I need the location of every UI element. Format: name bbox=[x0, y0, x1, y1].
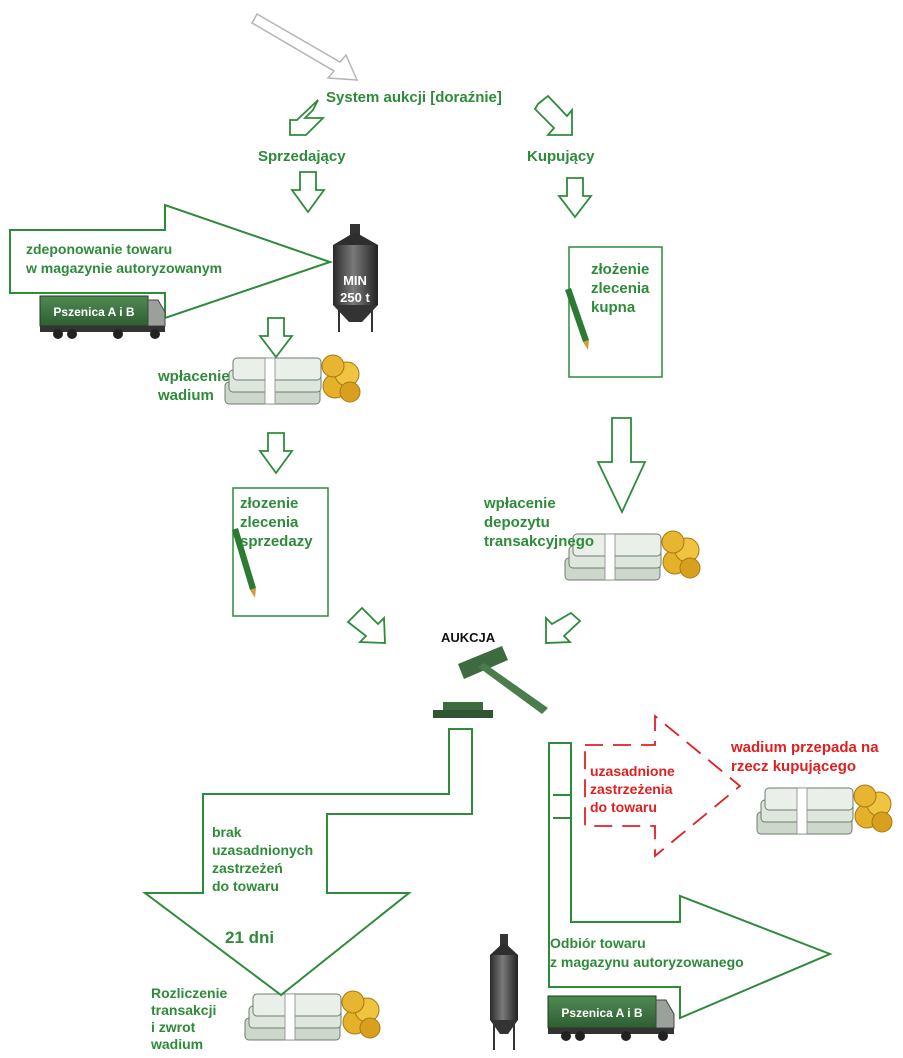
buyer-deposit-line: depozytu bbox=[484, 514, 550, 531]
wadium-lost-line: rzecz kupującego bbox=[731, 758, 857, 775]
arrow-down-seller-2 bbox=[258, 317, 294, 359]
wadium-lost-label: wadium przepada na rzecz kupującego bbox=[731, 738, 879, 776]
silo-icon bbox=[333, 224, 378, 332]
no-claims-line: uzasadnionych bbox=[212, 842, 314, 858]
no-claims-line: do towaru bbox=[212, 878, 279, 894]
truck-label: Pszenica A i B bbox=[53, 305, 134, 319]
seller-wadium-line: wadium bbox=[158, 387, 214, 404]
arrow-to-seller bbox=[289, 99, 326, 136]
settlement-line: transakcji bbox=[151, 1002, 217, 1018]
justified-claims-line: zastrzeżenia bbox=[590, 781, 673, 797]
justified-claims-line: do towaru bbox=[590, 799, 657, 815]
justified-claims-line: uzasadnione bbox=[590, 763, 675, 779]
sell-order-line: złozenie bbox=[240, 495, 299, 512]
arrow-down-seller-1 bbox=[290, 171, 326, 214]
no-claims-line: brak bbox=[212, 824, 242, 840]
arrow-down-buyer-1 bbox=[557, 177, 593, 219]
settlement-label: Rozliczenie transakcji i zwrot wadium bbox=[151, 985, 227, 1053]
silo-label-capacity: 250 t bbox=[340, 290, 370, 305]
sell-order-line: sprzedazy bbox=[240, 533, 313, 550]
buy-order-label: złożenie zlecenia kupna bbox=[591, 260, 649, 317]
settlement-line: i zwrot bbox=[151, 1019, 196, 1035]
buy-order-box bbox=[568, 246, 663, 378]
buy-order-line: zlecenia bbox=[591, 280, 650, 297]
settlement-line: wadium bbox=[151, 1036, 204, 1052]
pen-icon bbox=[232, 528, 256, 598]
pickup-line: z magazynu autoryzowanego bbox=[550, 954, 744, 970]
seller-wadium-line: wpłacenie bbox=[158, 368, 230, 385]
auction-label: AUKCJA bbox=[441, 630, 496, 645]
gavel-icon bbox=[433, 646, 548, 718]
money-icon bbox=[756, 784, 893, 835]
money-icon bbox=[224, 354, 361, 405]
buyer-deposit-line: transakcyjnego bbox=[484, 533, 595, 550]
buy-order-line: złożenie bbox=[591, 261, 650, 278]
truck-label: Pszenica A i B bbox=[561, 1006, 642, 1020]
sell-order-label: złozenie zlecenia sprzedazy bbox=[240, 494, 313, 551]
no-claims-label: brak uzasadnionych zastrzeżeń do towaru bbox=[212, 823, 313, 895]
pickup-line: Odbiór towaru bbox=[550, 935, 646, 951]
arrow-buyer-to-auction bbox=[545, 611, 582, 644]
deposit-goods-line: zdeponowanie towaru bbox=[26, 241, 173, 257]
arrow-down-buyer-2 bbox=[596, 417, 647, 515]
truck-icon bbox=[39, 295, 166, 339]
buyer-deposit-label: wpłacenie depozytu transakcyjnego bbox=[484, 494, 594, 551]
silo-label-min: MIN bbox=[343, 273, 367, 288]
buyer-heading: Kupujący bbox=[527, 148, 595, 165]
claims-arrow bbox=[584, 714, 742, 858]
pickup-arrow bbox=[548, 742, 833, 1020]
entry-arrow bbox=[250, 12, 359, 81]
no-claims-line: zastrzeżeń bbox=[212, 860, 283, 876]
justified-claims-label: uzasadnione zastrzeżenia do towaru bbox=[590, 762, 675, 816]
arrow-to-buyer bbox=[533, 94, 573, 136]
settlement-line: Rozliczenie bbox=[151, 985, 228, 1001]
money-icon bbox=[244, 990, 381, 1041]
deposit-goods-label: zdeponowanie towaru w magazynie autoryzo… bbox=[26, 240, 222, 278]
pen-icon bbox=[565, 288, 589, 350]
buy-order-line: kupna bbox=[591, 299, 636, 316]
truck-icon bbox=[547, 995, 675, 1041]
sell-order-box bbox=[232, 487, 329, 617]
wadium-lost-line: wadium przepada na bbox=[731, 739, 879, 756]
arrow-down-seller-3 bbox=[258, 432, 294, 475]
seller-wadium-label: wpłacenie wadium bbox=[158, 367, 230, 405]
sell-order-line: zlecenia bbox=[240, 514, 299, 531]
deposit-goods-arrow bbox=[9, 203, 334, 320]
deposit-goods-line: w magazynie autoryzowanym bbox=[26, 260, 223, 276]
days-label: 21 dni bbox=[225, 928, 275, 947]
settlement-arrow bbox=[142, 728, 473, 997]
arrow-seller-to-auction bbox=[346, 606, 386, 644]
silo-icon bbox=[490, 934, 518, 1050]
seller-heading: Sprzedający bbox=[258, 148, 346, 165]
diagram-title: System aukcji [doraźnie] bbox=[326, 89, 502, 106]
pickup-label: Odbiór towaru z magazynu autoryzowanego bbox=[550, 934, 744, 972]
buyer-deposit-line: wpłacenie bbox=[484, 495, 556, 512]
